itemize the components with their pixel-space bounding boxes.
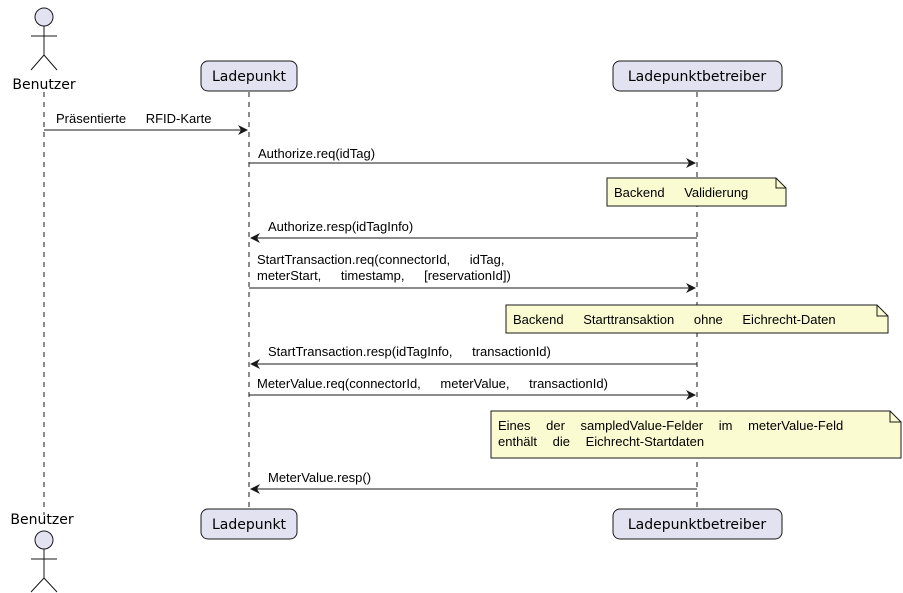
note-text: Eines der sampledValue-Felder im meterVa…	[498, 418, 843, 433]
message-label: MeterValue.req(connectorId, meterValue, …	[257, 376, 608, 391]
participant-box-ladepunkt-top	[200, 60, 298, 92]
message-label: meterStart, timestamp, [reservationId])	[257, 268, 511, 283]
note-box	[490, 410, 902, 459]
message-label: StartTransaction.resp(idTagInfo, transac…	[268, 344, 551, 359]
message-label: Präsentierte RFID-Karte	[56, 111, 211, 126]
actor-label-top: Benutzer	[12, 77, 75, 93]
note-box	[606, 177, 787, 207]
note-text: Backend Starttransaktion ohne Eichrecht-…	[513, 312, 836, 327]
note-text: enthält die Eichrecht-Startdaten	[498, 434, 704, 449]
note-text: Backend Validierung	[614, 185, 748, 200]
message-label: MeterValue.resp()	[268, 470, 371, 485]
participant-label-betreiber-top: Ladepunktbetreiber	[628, 69, 767, 85]
message-label: StartTransaction.req(connectorId, idTag,	[257, 252, 504, 267]
note-fold	[889, 411, 901, 423]
participant-label-ladepunkt-bottom: Ladepunkt	[212, 517, 287, 533]
note-fold	[876, 305, 888, 317]
participant-label-ladepunkt-top: Ladepunkt	[212, 69, 287, 85]
participant-box-betreiber-top	[612, 60, 783, 92]
actor-label-bottom: Benutzer	[10, 512, 73, 528]
participant-box-ladepunkt-bottom	[200, 508, 298, 540]
note-fold	[775, 178, 786, 189]
participant-box-betreiber-bottom	[612, 508, 783, 540]
note-box	[505, 304, 889, 334]
actor-icon-top	[30, 7, 58, 71]
message-label: Authorize.req(idTag)	[258, 146, 375, 161]
message-label: Authorize.resp(idTagInfo)	[268, 219, 413, 234]
participant-label-betreiber-bottom: Ladepunktbetreiber	[628, 517, 767, 533]
actor-icon-bottom	[30, 530, 58, 593]
